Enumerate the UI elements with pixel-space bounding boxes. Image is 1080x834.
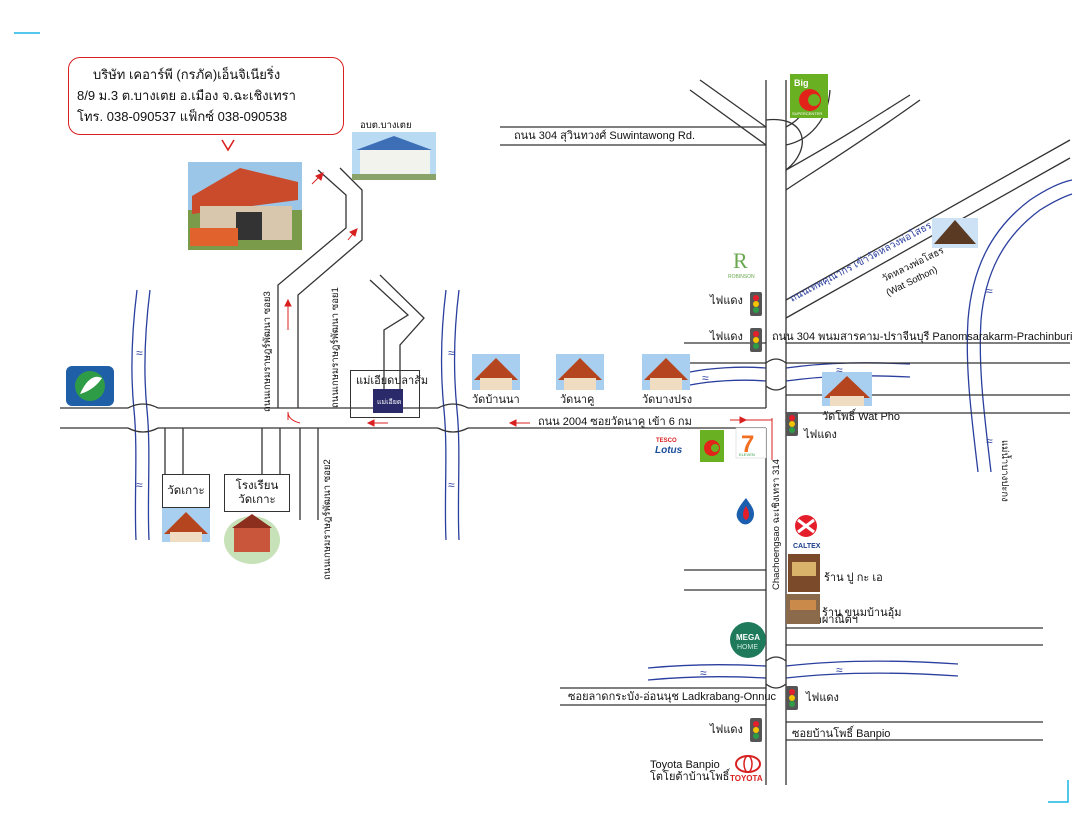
svg-text:≈: ≈ bbox=[836, 663, 843, 677]
svg-text:CALTEX: CALTEX bbox=[793, 543, 821, 550]
svg-text:≈: ≈ bbox=[836, 363, 843, 377]
wat-ban-na-label: วัดบ้านนา bbox=[472, 394, 520, 406]
shop-pu-photo bbox=[788, 554, 820, 592]
office-photo bbox=[188, 162, 302, 250]
svg-text:Lotus: Lotus bbox=[655, 445, 683, 456]
soi2-label: ถนนเกษมราษฎร์พัฒนา ซอย2 bbox=[321, 459, 333, 580]
company-phone-fax: โทร. 038-090537 แฟ็กซ์ 038-090538 bbox=[77, 109, 288, 124]
traffic-light-icon bbox=[750, 718, 762, 742]
wat-na-khu-label: วัดนาคู bbox=[560, 394, 594, 406]
obt-label: อบต.บางเตย bbox=[360, 120, 412, 131]
school-label-line2: วัดเกาะ bbox=[238, 494, 276, 506]
mae-iad-logo bbox=[373, 389, 403, 413]
wat-pho-label: วัดโพธิ์ Wat Pho bbox=[822, 408, 900, 423]
company-address: 8/9 ม.3 ต.บางเตย อ.เมือง จ.ฉะเชิงเทรา bbox=[77, 88, 296, 103]
shop-khanom-label: ร้าน ขนมบ้านอุ้ม bbox=[822, 607, 902, 619]
callout-arrow bbox=[221, 139, 235, 152]
seven-eleven-logo: 7 ELEVEN bbox=[735, 427, 767, 459]
company-info-box: บริษัท เคอาร์พี (กรภัค)เอ็นจิเนียริ่ง 8/… bbox=[68, 57, 344, 135]
robinson-logo: R ROBINSON bbox=[726, 242, 764, 282]
svg-text:MEGA: MEGA bbox=[736, 633, 760, 642]
svg-text:≈: ≈ bbox=[448, 478, 455, 492]
temple-photo-ban-na bbox=[472, 354, 520, 390]
toyota-label-en: Toyota Banpio bbox=[650, 759, 720, 771]
svg-text:SUPERCENTER: SUPERCENTER bbox=[792, 111, 822, 116]
shop-khanom-photo bbox=[786, 594, 820, 624]
temple-photo-wat-ko bbox=[162, 508, 210, 542]
school-label-line1: โรงเรียน bbox=[235, 480, 279, 492]
obt-building-photo bbox=[352, 132, 436, 180]
traffic-light-label-2: ไฟแดง bbox=[709, 330, 743, 343]
svg-text:≈: ≈ bbox=[986, 434, 993, 448]
svg-text:Big: Big bbox=[794, 78, 809, 88]
mae-iad-label: แม่เอียดปลาส้ม bbox=[356, 374, 428, 387]
svg-text:≈: ≈ bbox=[448, 346, 455, 360]
soi3-label: ถนนเกษมราษฎร์พัฒนา ซอย3 bbox=[261, 291, 273, 412]
svg-text:HOME: HOME bbox=[737, 644, 758, 651]
svg-text:7: 7 bbox=[741, 431, 754, 458]
temple-photo-bang-prong bbox=[642, 354, 690, 390]
mae-iad-logo-text: แม่เอียด bbox=[377, 398, 401, 406]
svg-text:ELEVEN: ELEVEN bbox=[739, 452, 755, 457]
megahome-logo: MEGA HOME bbox=[730, 622, 766, 658]
svg-text:≈: ≈ bbox=[700, 666, 707, 680]
toyota-logo: TOYOTA bbox=[730, 755, 763, 783]
caltex-logo: CALTEX bbox=[793, 515, 821, 550]
bigc-small-logo bbox=[700, 430, 724, 462]
svg-text:R: R bbox=[733, 248, 748, 273]
svg-text:TESCO: TESCO bbox=[656, 438, 677, 444]
soi-banpho-label: ซอยบ้านโพธิ์ Banpio bbox=[792, 725, 890, 740]
traffic-light-label-1: ไฟแดง bbox=[709, 294, 743, 307]
company-name: บริษัท เคอาร์พี (กรภัค)เอ็นจิเนียริ่ง bbox=[93, 67, 281, 82]
soi1-label: ถนนเกษมราษฎร์พัฒนา ซอย1 bbox=[329, 287, 341, 408]
soi-ladkrabang-label: ซอยลาดกระบัง-อ่อนนุช Ladkrabang-Onnuc bbox=[568, 691, 777, 703]
tesco-lotus-logo: TESCO Lotus bbox=[655, 438, 683, 456]
bigc-logo: Big SUPERCENTER bbox=[790, 74, 828, 118]
svg-text:≈: ≈ bbox=[136, 478, 143, 492]
traffic-light-icon bbox=[786, 686, 798, 710]
svg-text:TOYOTA: TOYOTA bbox=[730, 774, 763, 783]
bangchak-logo bbox=[66, 366, 114, 406]
road-304-top-label: ถนน 304 สุวินทวงศ์ Suwintawong Rd. bbox=[514, 129, 695, 142]
traffic-light-icon bbox=[750, 292, 762, 316]
route-arrows bbox=[284, 172, 773, 460]
shop-pu-label: ร้าน ปู กะ เอ bbox=[824, 572, 883, 584]
school-photo bbox=[224, 514, 280, 564]
svg-text:≈: ≈ bbox=[702, 371, 709, 385]
traffic-light-icon bbox=[750, 328, 762, 352]
road-304-mid-label: ถนน 304 พนมสารคาม-ปราจีนบุรี Panomsaraka… bbox=[772, 330, 1072, 343]
svg-text:ROBINSON: ROBINSON bbox=[728, 274, 755, 280]
temple-photo-wat-pho bbox=[822, 372, 872, 406]
river-bangpakong-label: แม่น้ำบางปะกง bbox=[999, 440, 1012, 502]
svg-text:≈: ≈ bbox=[136, 346, 143, 360]
road-2004-label: ถนน 2004 ซอยวัดนาคู เข้า 6 กม bbox=[538, 416, 692, 428]
traffic-light-label-3: ไฟแดง bbox=[803, 428, 837, 441]
river-wave-marks: ≈ ≈ ≈ ≈ ≈ ≈ ≈ ≈ ≈ ≈ bbox=[136, 284, 993, 680]
toyota-label-th: โตโยต้าบ้านโพธิ์ bbox=[650, 768, 731, 783]
temple-photo-sothon bbox=[932, 218, 978, 248]
svg-text:≈: ≈ bbox=[986, 284, 993, 298]
school-label: โรงเรียน วัดเกาะ bbox=[224, 474, 290, 512]
wat-bang-prong-label: วัดบางปรง bbox=[642, 394, 692, 406]
traffic-light-icon bbox=[786, 412, 798, 436]
ptt-logo bbox=[736, 498, 754, 525]
corner-mark-bottom-right bbox=[1048, 780, 1069, 803]
road-314-label: Chachoengsao ฉะเชิงเทรา 314 bbox=[771, 459, 782, 590]
traffic-light-label-5: ไฟแดง bbox=[709, 723, 743, 736]
wat-ko-label: วัดเกาะ bbox=[162, 474, 210, 508]
traffic-light-label-4: ไฟแดง bbox=[805, 691, 839, 704]
roads bbox=[60, 79, 1071, 785]
temple-photo-na-khu bbox=[556, 354, 604, 390]
rivers bbox=[131, 179, 1073, 681]
